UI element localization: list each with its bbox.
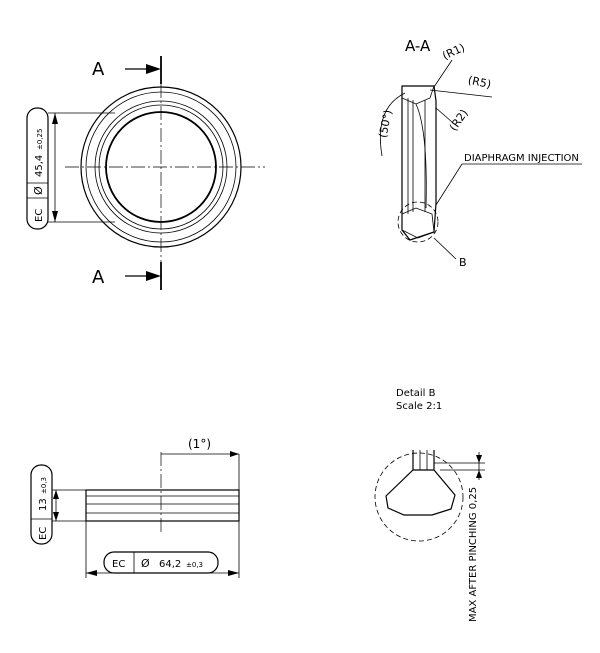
- section-label-bottom: A: [92, 267, 105, 288]
- leader-r2: [435, 107, 453, 123]
- dim-prefix-inner: EC: [34, 209, 45, 222]
- leader-r5: [429, 89, 493, 98]
- front-view: A A EC Ø 45,4 ±0,25: [26, 56, 265, 290]
- detail-b-circle: [397, 201, 439, 243]
- detail-hatched-section: [385, 469, 456, 516]
- leader-r1: [433, 59, 453, 88]
- detail-b-view: Detail B Scale 2:1 MAX AFTER PINCHING 0,…: [374, 388, 485, 622]
- leader-diaphragm: [435, 163, 463, 206]
- detail-circle: [374, 452, 464, 542]
- dim-symbol-outer: Ø: [141, 557, 150, 570]
- dim-tolerance-outer: ±0,3: [186, 561, 203, 569]
- dim-value-outer: 64,2: [159, 559, 181, 570]
- pinching-note: MAX AFTER PINCHING 0,25: [468, 487, 479, 622]
- radius-r1: (R1): [440, 41, 467, 63]
- dim-arrow-top: [52, 113, 58, 124]
- od-arrow-right: [228, 570, 239, 576]
- section-title: A-A: [405, 37, 431, 55]
- pinch-arrow-bottom: [476, 470, 482, 478]
- pinch-arrow-top: [476, 455, 482, 463]
- height-arrow-top: [53, 490, 59, 499]
- hatch-top: [401, 85, 435, 105]
- dim-box-height: [30, 464, 53, 545]
- draft-angle-arrow: [230, 451, 239, 457]
- angle-arc: [379, 92, 406, 157]
- section-view: A-A B (R1) (R5) (R2) (50°) DIAPHRAGM INJ…: [376, 37, 582, 269]
- detail-b-leader: [433, 237, 457, 260]
- diaphragm-injection-label: DIAPHRAGM INJECTION: [464, 153, 579, 164]
- hatch-bottom: [401, 207, 435, 239]
- section-label-top: A: [92, 59, 105, 80]
- detail-scale: Scale 2:1: [396, 401, 442, 412]
- dim-value-height: 13: [38, 498, 49, 511]
- section-arrowhead-bottom: [146, 271, 161, 281]
- dim-value-inner: 45,4: [34, 155, 45, 177]
- dim-tolerance-height: ±0,3: [40, 477, 48, 494]
- detail-b-marker: B: [459, 256, 467, 269]
- dim-arrow-bottom: [52, 211, 58, 222]
- detail-title: Detail B: [396, 388, 436, 399]
- height-arrow-bottom: [53, 512, 59, 521]
- dim-box-inner-diameter: [26, 107, 49, 230]
- dim-box-outer-diameter: [103, 551, 219, 574]
- section-draft-line: [415, 103, 427, 209]
- radius-r5: (R5): [467, 74, 492, 92]
- dim-tolerance-inner: ±0,25: [36, 129, 44, 150]
- section-profile: [401, 85, 437, 241]
- side-body: [85, 489, 240, 522]
- angle-50: (50°): [376, 109, 395, 139]
- section-arrowhead-top: [146, 64, 161, 74]
- side-view: (1°) EC 13 ±0,3 EC Ø 64,2 ±0,3: [30, 437, 240, 578]
- draft-angle-label: (1°): [188, 437, 211, 451]
- dim-symbol-inner: Ø: [32, 186, 45, 195]
- od-arrow-left: [86, 570, 97, 576]
- dim-prefix-outer: EC: [112, 559, 125, 570]
- dim-prefix-height: EC: [38, 527, 49, 540]
